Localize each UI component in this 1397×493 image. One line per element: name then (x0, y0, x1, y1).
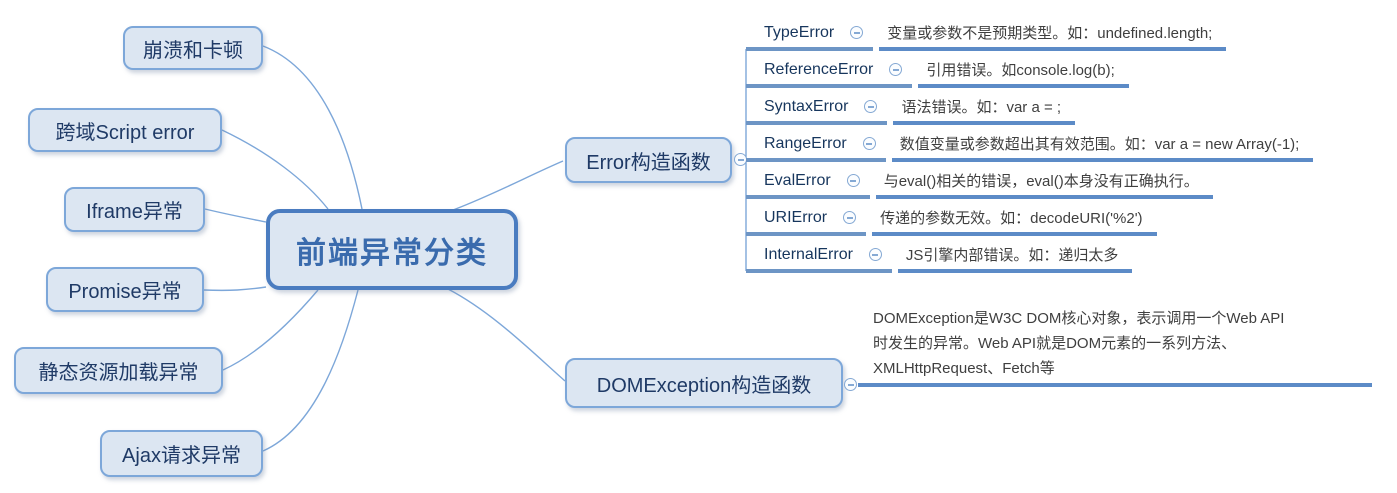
subtopic-row: ReferenceError 引用错误。如console.log(b); (746, 57, 1129, 88)
domexception-note-underline (858, 383, 1372, 387)
subtopic-note[interactable]: 传递的参数无效。如：decodeURI('%2') (872, 205, 1157, 236)
collapse-icon[interactable] (864, 100, 878, 113)
subtopic-rangeerror[interactable]: RangeError (746, 131, 886, 162)
collapse-icon[interactable] (889, 63, 903, 76)
connector-static-resource (222, 289, 319, 371)
topic-ajax-request-exception[interactable]: Ajax请求异常 (100, 430, 263, 477)
topic-domexception-constructor[interactable]: DOMException构造函数 (565, 358, 843, 408)
collapse-icon[interactable] (843, 211, 857, 224)
subtopic-label: TypeError (764, 23, 835, 41)
connector-promise (203, 286, 267, 292)
subtopic-note[interactable]: 数值变量或参数超出其有效范围。如：var a = new Array(-1); (891, 131, 1314, 162)
note-text: 变量或参数不是预期类型。如：undefined.length; (887, 25, 1213, 42)
subtopic-note[interactable]: 变量或参数不是预期类型。如：undefined.length; (879, 20, 1227, 51)
subtopic-label: RangeError (764, 134, 847, 152)
connector-iframe (204, 208, 267, 223)
subtopic-label: SyntaxError (764, 97, 849, 115)
subtopic-typeerror[interactable]: TypeError (746, 20, 874, 51)
note-text: 语法错误。如：var a = ; (901, 99, 1062, 116)
subtopic-row: InternalError JS引擎内部错误。如：递归太多 (746, 242, 1133, 273)
note-text: 数值变量或参数超出其有效范围。如：var a = new Array(-1); (899, 136, 1300, 153)
note-text: 传递的参数无效。如：decodeURI('%2') (880, 210, 1143, 227)
subtopic-note[interactable]: JS引擎内部错误。如：递归太多 (897, 242, 1133, 273)
topic-iframe-exception[interactable]: Iframe异常 (64, 187, 205, 232)
subtopic-note[interactable]: 语法错误。如：var a = ; (893, 94, 1076, 125)
connector-cross-origin (221, 129, 329, 210)
collapse-icon[interactable] (844, 378, 857, 391)
subtopic-note[interactable]: 与eval()相关的错误，eval()本身没有正确执行。 (875, 168, 1213, 199)
subtopic-urierror[interactable]: URIError (746, 205, 867, 236)
connector-crash (262, 45, 363, 210)
note-text: 引用错误。如console.log(b); (926, 62, 1115, 79)
collapse-icon[interactable] (846, 174, 860, 187)
domexception-note[interactable]: DOMException是W3C DOM核心对象，表示调用一个Web API 时… (873, 310, 1285, 377)
subtopic-label: URIError (764, 208, 828, 226)
connector-error-branch (452, 160, 564, 211)
subtopic-row: EvalError 与eval()相关的错误，eval()本身没有正确执行。 (746, 168, 1213, 199)
subtopic-label: EvalError (764, 171, 831, 189)
topic-promise-exception[interactable]: Promise异常 (46, 267, 204, 312)
subtopic-label: ReferenceError (764, 60, 874, 78)
note-text: 与eval()相关的错误，eval()本身没有正确执行。 (883, 173, 1199, 190)
connector-ajax (262, 289, 359, 452)
subtopic-row: URIError 传递的参数无效。如：decodeURI('%2') (746, 205, 1157, 236)
subtopic-syntaxerror[interactable]: SyntaxError (746, 94, 888, 125)
topic-crash-freeze[interactable]: 崩溃和卡顿 (123, 26, 263, 70)
subtopic-internalerror[interactable]: InternalError (746, 242, 892, 273)
subtopic-referenceerror[interactable]: ReferenceError (746, 57, 913, 88)
subtopic-row: TypeError 变量或参数不是预期类型。如：undefined.length… (746, 20, 1227, 51)
central-topic[interactable]: 前端异常分类 (266, 209, 518, 290)
subtopic-label: InternalError (764, 245, 853, 263)
subtopic-row: SyntaxError 语法错误。如：var a = ; (746, 94, 1076, 125)
topic-static-resource-load-exception[interactable]: 静态资源加载异常 (14, 347, 223, 394)
topic-error-constructor[interactable]: Error构造函数 (565, 137, 732, 183)
collapse-icon[interactable] (868, 248, 882, 261)
collapse-icon[interactable] (862, 137, 876, 150)
collapse-icon[interactable] (850, 26, 864, 39)
topic-cross-origin-script-error[interactable]: 跨域Script error (28, 108, 222, 152)
subtopic-note[interactable]: 引用错误。如console.log(b); (918, 57, 1129, 88)
subtopic-row: RangeError 数值变量或参数超出其有效范围。如：var a = new … (746, 131, 1314, 162)
note-text: JS引擎内部错误。如：递归太多 (905, 247, 1119, 264)
subtopic-evalerror[interactable]: EvalError (746, 168, 870, 199)
connector-domexception-branch (447, 288, 566, 382)
